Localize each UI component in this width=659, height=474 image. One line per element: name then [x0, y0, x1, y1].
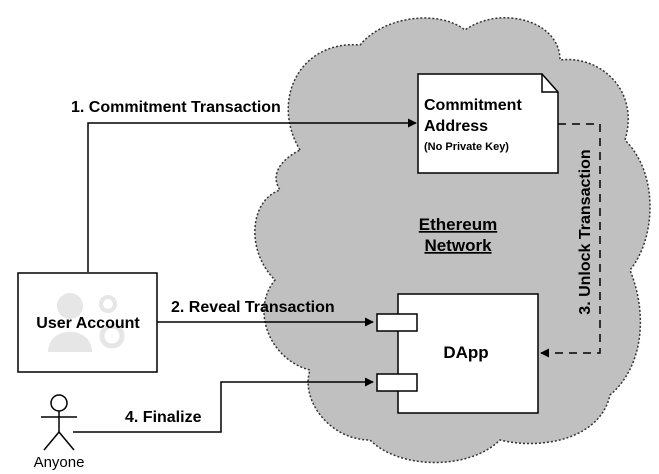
dapp-port-bottom	[376, 373, 418, 392]
dapp-port-top	[376, 313, 418, 332]
stick-figure-icon	[41, 394, 77, 451]
commitment-address-node: Commitment Address (No Private Key)	[417, 73, 559, 174]
dapp-node: DApp	[376, 293, 539, 414]
commitment-transaction-label: 1. Commitment Transaction	[71, 99, 281, 116]
note-fold	[541, 74, 558, 93]
dapp-label: DApp	[443, 343, 488, 362]
network-label-line2: Network	[424, 236, 492, 255]
finalize-arrow	[73, 377, 374, 433]
edges: 1. Commitment Transaction 2. Reveal Tran…	[71, 99, 601, 433]
user-icon	[48, 293, 125, 352]
note-icon	[417, 73, 559, 174]
commitment-transaction-arrow	[87, 118, 417, 272]
network-label-line1: Ethereum	[419, 215, 497, 234]
commitment-subtitle: (No Private Key)	[424, 141, 509, 153]
finalize-label: 4. Finalize	[125, 409, 202, 426]
actor-label: Anyone	[34, 454, 85, 471]
anyone-actor: Anyone	[34, 394, 85, 471]
user-account-label: User Account	[36, 315, 140, 332]
unlock-transaction-arrow	[540, 123, 601, 358]
reveal-transaction-label: 2. Reveal Transaction	[171, 299, 335, 316]
user-account-box	[17, 272, 158, 373]
user-account-node: User Account	[17, 272, 158, 373]
dapp-box	[397, 293, 539, 414]
commitment-title-line1: Commitment	[424, 97, 522, 114]
commitment-title-line2: Address	[424, 118, 488, 135]
unlock-transaction-label: 3. Unlock Transaction	[577, 149, 594, 314]
